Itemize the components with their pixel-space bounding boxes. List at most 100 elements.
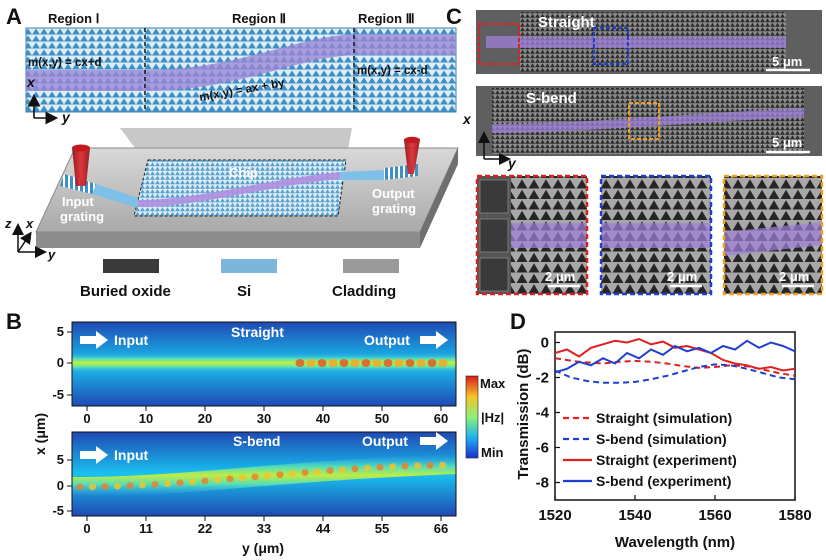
b-bottom-xtick: 11 (139, 521, 153, 536)
output-grating-line1: Output (372, 186, 415, 201)
panel-a-label: A (6, 4, 22, 29)
b-bottom-xtick: 66 (434, 521, 448, 536)
field-map-straight (71, 321, 457, 407)
axis-z-label: z (4, 216, 12, 231)
d-ytick: -2 (536, 370, 549, 387)
material-legend (103, 259, 399, 273)
b-bottom-xtick: 44 (316, 521, 331, 536)
colorbar-min: Min (481, 445, 503, 460)
b-bottom-ytick: -5 (52, 503, 64, 518)
region-3-label: Region Ⅲ (358, 11, 415, 26)
d-ytick: 0 (541, 335, 549, 352)
b-bottom-xtick: 55 (375, 521, 389, 536)
legend-si: Si (237, 283, 251, 300)
b-top-xtick: 40 (316, 411, 330, 426)
sem-straight (476, 10, 822, 74)
output-label-bottom: Output (362, 433, 408, 449)
output-label-top: Output (364, 332, 410, 348)
region-2-label: Region Ⅱ (232, 11, 286, 26)
legend-swatch-cladding (343, 259, 399, 273)
legend-label-2: Straight (experiment) (596, 452, 737, 468)
chip-label: Chip (229, 165, 258, 180)
chip-xyz-axes (12, 223, 47, 258)
scale-2um-orange: 2 μm (779, 269, 809, 284)
b-top-xtick: 20 (198, 411, 212, 426)
d-xlabel: Wavelength (nm) (615, 534, 735, 551)
b-bottom-xtick: 22 (198, 521, 212, 536)
d-xtick: 1520 (538, 507, 571, 524)
inset-xy-axes (27, 93, 59, 125)
axis-y-label-chip: y (47, 247, 56, 262)
c-axis-x: x (462, 111, 472, 127)
legend-label-1: S-bend (simulation) (596, 431, 727, 447)
d-ytick: -8 (536, 475, 549, 492)
b-bottom-ytick: 0 (57, 478, 64, 493)
b-top-ytick: 5 (57, 324, 64, 339)
d-xtick: 1540 (618, 507, 651, 524)
straight-label-c: Straight (538, 14, 595, 31)
b-ylabel: x (μm) (32, 413, 48, 455)
region-1-label: Region Ⅰ (48, 11, 100, 26)
input-label-bottom: Input (114, 447, 149, 463)
b-top-xtick: 10 (139, 411, 153, 426)
axis-x-label-chip: x (25, 216, 34, 231)
b-top-ytick: -5 (52, 387, 64, 402)
scale-5um-bottom: 5 μm (772, 135, 802, 150)
panel-d-label: D (510, 309, 526, 334)
input-grating-line1: Input (62, 194, 94, 209)
series-line-2 (555, 337, 795, 372)
sem-zoom-orange (722, 174, 824, 296)
legend-label-0: Straight (simulation) (596, 410, 732, 426)
straight-title: Straight (231, 324, 284, 340)
b-top-xtick: 50 (375, 411, 389, 426)
transmission-plot: 1520 1540 1560 1580 0 -2 -4 -6 -8 Straight (simu… (536, 331, 812, 524)
d-ylabel: Transmission (dB) (515, 349, 532, 480)
panel-c-label: C (446, 4, 462, 29)
legend-buried-oxide: Buried oxide (80, 283, 171, 300)
sem-zoom-blue (599, 174, 713, 296)
series-line-3 (555, 339, 795, 374)
sem-sbend (476, 86, 822, 156)
colorbar (465, 375, 479, 459)
axis-x-label-a: x (26, 74, 36, 90)
b-arrows (80, 331, 448, 464)
legend-cladding: Cladding (332, 283, 396, 300)
scale-2um-blue: 2 μm (667, 269, 697, 284)
d-ytick: -6 (536, 440, 549, 457)
sbend-title: S-bend (233, 433, 280, 449)
c-xy-axes (478, 131, 511, 165)
b-top-xtick: 0 (83, 411, 90, 426)
b-top-xtick: 60 (434, 411, 448, 426)
d-xtick: 1560 (698, 507, 731, 524)
b-xlabel: y (μm) (242, 540, 284, 556)
output-grating-line2: grating (372, 201, 416, 216)
output-beam-cone (404, 140, 420, 174)
c-axis-y: y (507, 155, 517, 171)
colorbar-max: Max (480, 376, 506, 391)
colorbar-label: |Hz| (481, 410, 504, 425)
eq-right: m(x,y) = cx-d (357, 65, 428, 77)
legend-swatch-buried-oxide (103, 259, 159, 273)
scale-2um-red: 2 μm (545, 269, 575, 284)
waveguide-band (26, 34, 456, 91)
input-label-top: Input (114, 332, 149, 348)
b-bottom-xtick: 0 (83, 521, 90, 536)
scale-5um-top: 5 μm (772, 54, 802, 69)
legend-label-3: S-bend (experiment) (596, 473, 731, 489)
b-top-xtick: 30 (257, 411, 271, 426)
b-bottom-xtick: 33 (257, 521, 271, 536)
lattice-zoom-inset (25, 27, 457, 113)
input-beam-cone (72, 148, 90, 186)
chip-schematic (35, 136, 459, 248)
series-line-1 (555, 363, 795, 384)
axis-y-label-a: y (61, 109, 71, 125)
field-map-sbend (71, 431, 457, 517)
eq-left: m(x,y) = cx+d (28, 57, 102, 69)
b-bottom-ytick: 5 (57, 452, 64, 467)
d-ytick: -4 (536, 405, 550, 422)
input-grating-line2: grating (60, 209, 104, 224)
sbend-label-c: S-bend (526, 90, 577, 107)
d-xtick: 1580 (778, 507, 811, 524)
